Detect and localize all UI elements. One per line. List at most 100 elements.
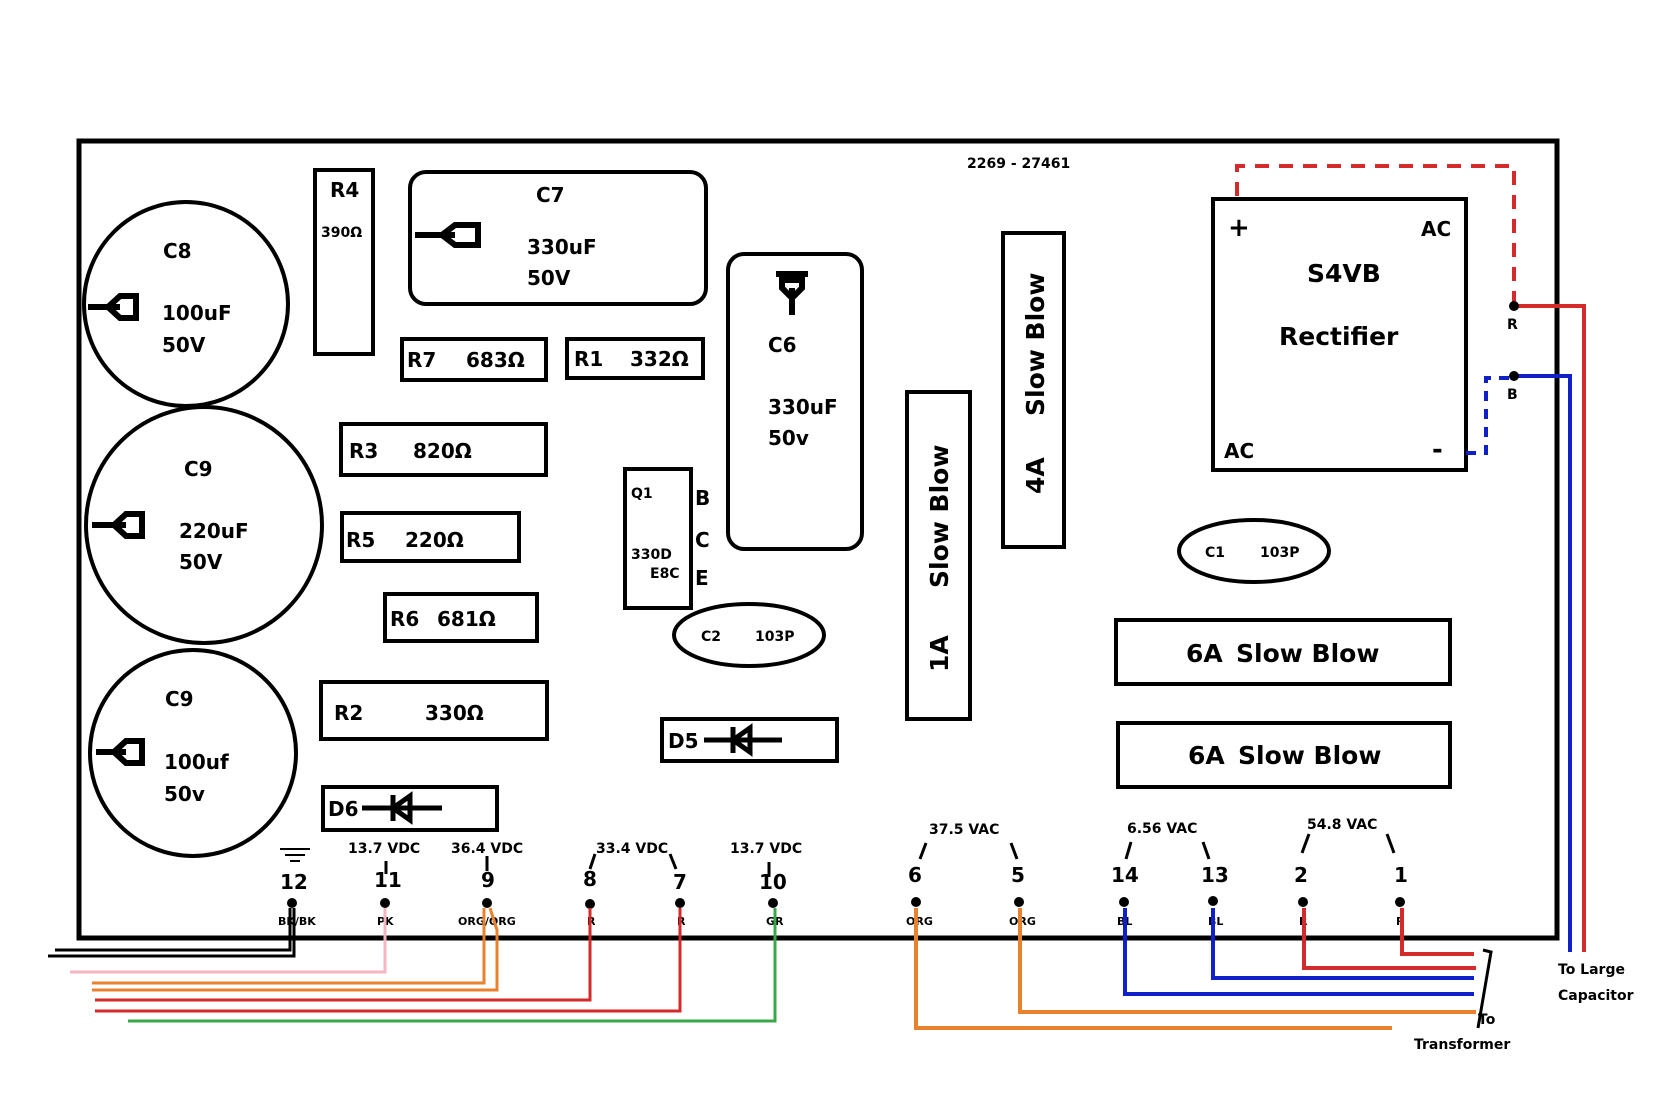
- wire-black-2: [55, 908, 292, 952]
- polarity-arrow-icon: [96, 738, 145, 766]
- capacitor-c2: C2 103P: [672, 602, 826, 668]
- svg-text:C: C: [695, 528, 710, 552]
- svg-text:10: 10: [759, 870, 787, 894]
- board-outline: [76, 138, 1560, 941]
- wire-red-dashed: [1235, 164, 1516, 304]
- svg-text:+: +: [1228, 213, 1250, 243]
- voltage-term-9: 36.4 VDC: [451, 841, 523, 857]
- terminal-9: 9 ORG/ORG: [458, 868, 516, 928]
- note-to-large-capacitor-1: To Large: [1558, 962, 1625, 978]
- svg-text:6A: 6A: [1188, 741, 1225, 770]
- terminal-11: 11 PK: [374, 868, 402, 928]
- svg-text:50v: 50v: [768, 426, 809, 450]
- svg-text:C8: C8: [163, 239, 192, 263]
- svg-text:1A: 1A: [925, 635, 954, 672]
- svg-text:681Ω: 681Ω: [437, 607, 496, 631]
- svg-text:BL: BL: [1208, 915, 1223, 928]
- wire-blue-dashed: [1466, 376, 1512, 455]
- svg-text:BK/BK: BK/BK: [278, 915, 316, 928]
- wire-black: [48, 908, 296, 958]
- svg-text:4A: 4A: [1021, 457, 1050, 494]
- svg-text:Slow Blow: Slow Blow: [1238, 741, 1381, 770]
- svg-text:50V: 50V: [527, 266, 571, 290]
- terminal-10: 10 GR: [759, 870, 787, 928]
- svg-text:C2: C2: [701, 629, 721, 645]
- wires-right: [914, 908, 1493, 1030]
- wires-left: [48, 907, 777, 1023]
- svg-text:683Ω: 683Ω: [466, 348, 525, 372]
- wire-red-1: [1400, 908, 1474, 956]
- voltage-term-8-7: 33.4 VDC: [596, 841, 668, 857]
- svg-text:Q1: Q1: [631, 486, 653, 502]
- svg-text:14: 14: [1111, 863, 1139, 887]
- wire-red-large-cap: [1514, 304, 1586, 952]
- polarity-arrow-icon: [415, 222, 481, 248]
- svg-text:ORG: ORG: [906, 915, 933, 928]
- fuse-1a: 1A Slow Blow: [905, 390, 972, 721]
- voltage-labels: [384, 833, 1396, 877]
- diode-symbol-icon: [704, 723, 782, 757]
- svg-text:E8C: E8C: [650, 566, 680, 582]
- rectifier-s4vb: + AC S4VB Rectifier AC -: [1211, 197, 1468, 472]
- svg-text:ORG: ORG: [1009, 915, 1036, 928]
- svg-text:11: 11: [374, 868, 402, 892]
- fuse-6a-lower: 6A Slow Blow: [1116, 721, 1452, 789]
- svg-text:50v: 50v: [164, 782, 205, 806]
- voltage-term-11: 13.7 VDC: [348, 841, 420, 857]
- svg-text:Slow Blow: Slow Blow: [1236, 639, 1379, 668]
- svg-text:103P: 103P: [1260, 545, 1299, 561]
- terminal-12: 12 BK/BK: [278, 870, 316, 928]
- capacitor-c8: C8 100uF 50V: [82, 200, 290, 408]
- svg-text:R2: R2: [334, 701, 363, 725]
- capacitor-c1: C1 103P: [1177, 518, 1331, 584]
- ground-icon: [280, 848, 310, 862]
- svg-text:7: 7: [673, 870, 687, 894]
- wire-green-10: [128, 908, 777, 1023]
- svg-text:50V: 50V: [162, 333, 206, 357]
- capacitor-c7: C7 330uF 50V: [408, 170, 708, 306]
- svg-text:C1: C1: [1205, 545, 1225, 561]
- wire-orange-6: [914, 908, 1392, 1030]
- voltage-term-2-1: 54.8 VAC: [1307, 817, 1377, 833]
- svg-text:C7: C7: [536, 183, 565, 207]
- fuse-6a-upper: 6A Slow Blow: [1114, 618, 1452, 686]
- svg-text:C9: C9: [184, 457, 213, 481]
- svg-text:6: 6: [908, 863, 922, 887]
- svg-text:2: 2: [1294, 863, 1308, 887]
- wire-orange-9a: [92, 908, 486, 985]
- svg-text:103P: 103P: [755, 629, 794, 645]
- svg-text:R3: R3: [349, 439, 378, 463]
- resistor-r2: R2 330Ω: [319, 680, 549, 741]
- fuse-4a: 4A Slow Blow: [1001, 231, 1066, 549]
- voltage-term-14-13: 6.56 VAC: [1127, 821, 1197, 837]
- svg-text:R7: R7: [407, 348, 436, 372]
- svg-text:-: -: [1432, 435, 1443, 465]
- svg-text:ORG/ORG: ORG/ORG: [458, 915, 516, 928]
- svg-text:8: 8: [583, 867, 597, 891]
- wire-orange-5: [1018, 908, 1476, 1014]
- svg-text:100uf: 100uf: [164, 750, 229, 774]
- wire-orange-9b: [92, 907, 499, 992]
- svg-text:330uF: 330uF: [527, 235, 597, 259]
- svg-text:R4: R4: [330, 178, 359, 202]
- wire-red-8: [95, 908, 592, 1002]
- bracket: [1476, 948, 1493, 1029]
- svg-text:C9: C9: [165, 687, 194, 711]
- wire-blue-14: [1123, 908, 1474, 996]
- svg-text:D5: D5: [668, 729, 699, 753]
- terminal-14: 14 BL: [1111, 863, 1139, 928]
- svg-text:50V: 50V: [179, 550, 223, 574]
- terminal-6: 6 ORG: [906, 863, 933, 928]
- svg-text:1: 1: [1394, 863, 1408, 887]
- polarity-arrow-icon: [92, 511, 145, 539]
- resistor-r7: R7 683Ω: [400, 337, 548, 382]
- svg-text:AC: AC: [1224, 439, 1254, 463]
- wire-red-7: [95, 908, 682, 1013]
- wire-red-2: [1302, 908, 1476, 970]
- svg-text:220uF: 220uF: [179, 519, 249, 543]
- svg-text:13: 13: [1201, 863, 1229, 887]
- note-to-transformer-2: Transformer: [1414, 1037, 1510, 1053]
- note-to-large-capacitor-2: Capacitor: [1558, 988, 1634, 1004]
- svg-text:Rectifier: Rectifier: [1279, 322, 1399, 351]
- lead-b-label: B: [1507, 387, 1518, 403]
